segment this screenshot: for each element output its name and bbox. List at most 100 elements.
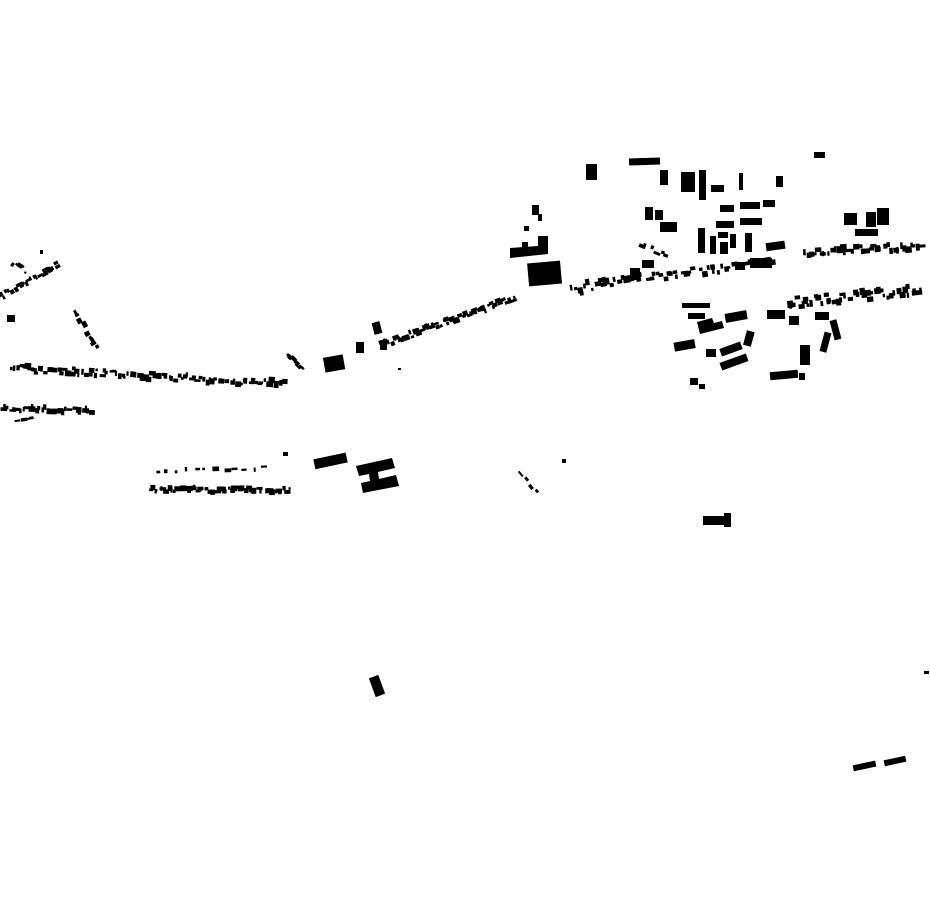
building — [222, 489, 227, 494]
building — [672, 270, 678, 275]
building — [117, 373, 122, 380]
building — [13, 286, 20, 293]
building — [83, 330, 91, 338]
building — [788, 301, 793, 309]
building — [219, 378, 223, 384]
building — [24, 280, 30, 287]
building — [300, 366, 305, 371]
building — [89, 340, 97, 347]
building — [524, 476, 530, 482]
building — [160, 486, 163, 491]
building — [538, 214, 542, 221]
building — [283, 380, 287, 385]
building — [241, 468, 247, 471]
building — [569, 284, 573, 291]
building — [177, 373, 182, 378]
building — [250, 377, 256, 382]
building — [864, 289, 872, 297]
building — [743, 330, 755, 347]
building — [642, 260, 654, 268]
building — [586, 164, 597, 180]
building — [284, 490, 288, 494]
building — [259, 486, 263, 491]
building — [442, 316, 450, 323]
building — [699, 384, 705, 389]
building — [198, 375, 203, 380]
building — [123, 375, 126, 379]
building — [428, 323, 436, 330]
building — [410, 335, 415, 339]
building — [517, 470, 524, 478]
building — [878, 288, 884, 293]
building — [844, 213, 857, 225]
building — [86, 372, 93, 377]
building — [86, 410, 89, 414]
building — [195, 489, 201, 493]
building — [238, 382, 243, 386]
building — [43, 371, 48, 375]
building — [170, 487, 173, 493]
building — [724, 310, 748, 323]
building — [37, 405, 41, 411]
building — [77, 373, 80, 378]
building — [439, 323, 444, 328]
building — [259, 488, 262, 494]
building — [582, 283, 587, 289]
building — [850, 248, 855, 254]
building — [823, 292, 830, 298]
building — [820, 301, 824, 307]
building — [7, 315, 15, 322]
building — [81, 368, 84, 375]
building — [28, 276, 33, 281]
building — [9, 288, 16, 295]
building — [286, 489, 291, 494]
building — [853, 243, 860, 250]
building — [99, 374, 106, 378]
building — [0, 291, 4, 298]
building — [827, 251, 830, 256]
building — [28, 416, 34, 420]
building — [808, 251, 815, 257]
building — [313, 452, 348, 470]
building — [798, 303, 805, 310]
building — [904, 246, 912, 253]
building — [73, 368, 80, 374]
building — [290, 355, 298, 363]
building — [15, 407, 21, 412]
building — [845, 248, 851, 253]
building — [877, 208, 889, 225]
building — [104, 370, 108, 375]
building — [393, 337, 397, 342]
building — [23, 417, 30, 421]
building — [210, 489, 216, 495]
building — [739, 264, 743, 268]
building — [855, 291, 860, 298]
building — [809, 299, 814, 307]
building — [74, 313, 80, 318]
building — [194, 379, 201, 383]
building — [240, 485, 245, 491]
building — [10, 262, 15, 268]
building — [906, 292, 910, 298]
building — [216, 486, 224, 491]
building — [628, 157, 661, 166]
building — [84, 405, 88, 412]
building — [767, 310, 785, 319]
building — [33, 274, 39, 280]
building — [919, 287, 922, 292]
building — [590, 287, 594, 292]
building — [527, 260, 562, 287]
building — [23, 406, 30, 410]
building — [605, 277, 610, 285]
building — [283, 452, 288, 456]
building — [709, 264, 716, 270]
building — [838, 297, 843, 303]
building — [456, 312, 463, 318]
building — [226, 379, 230, 384]
building — [185, 372, 189, 378]
building — [212, 466, 220, 472]
building — [258, 381, 264, 384]
building — [6, 288, 11, 294]
building — [532, 205, 539, 215]
building — [156, 470, 161, 474]
